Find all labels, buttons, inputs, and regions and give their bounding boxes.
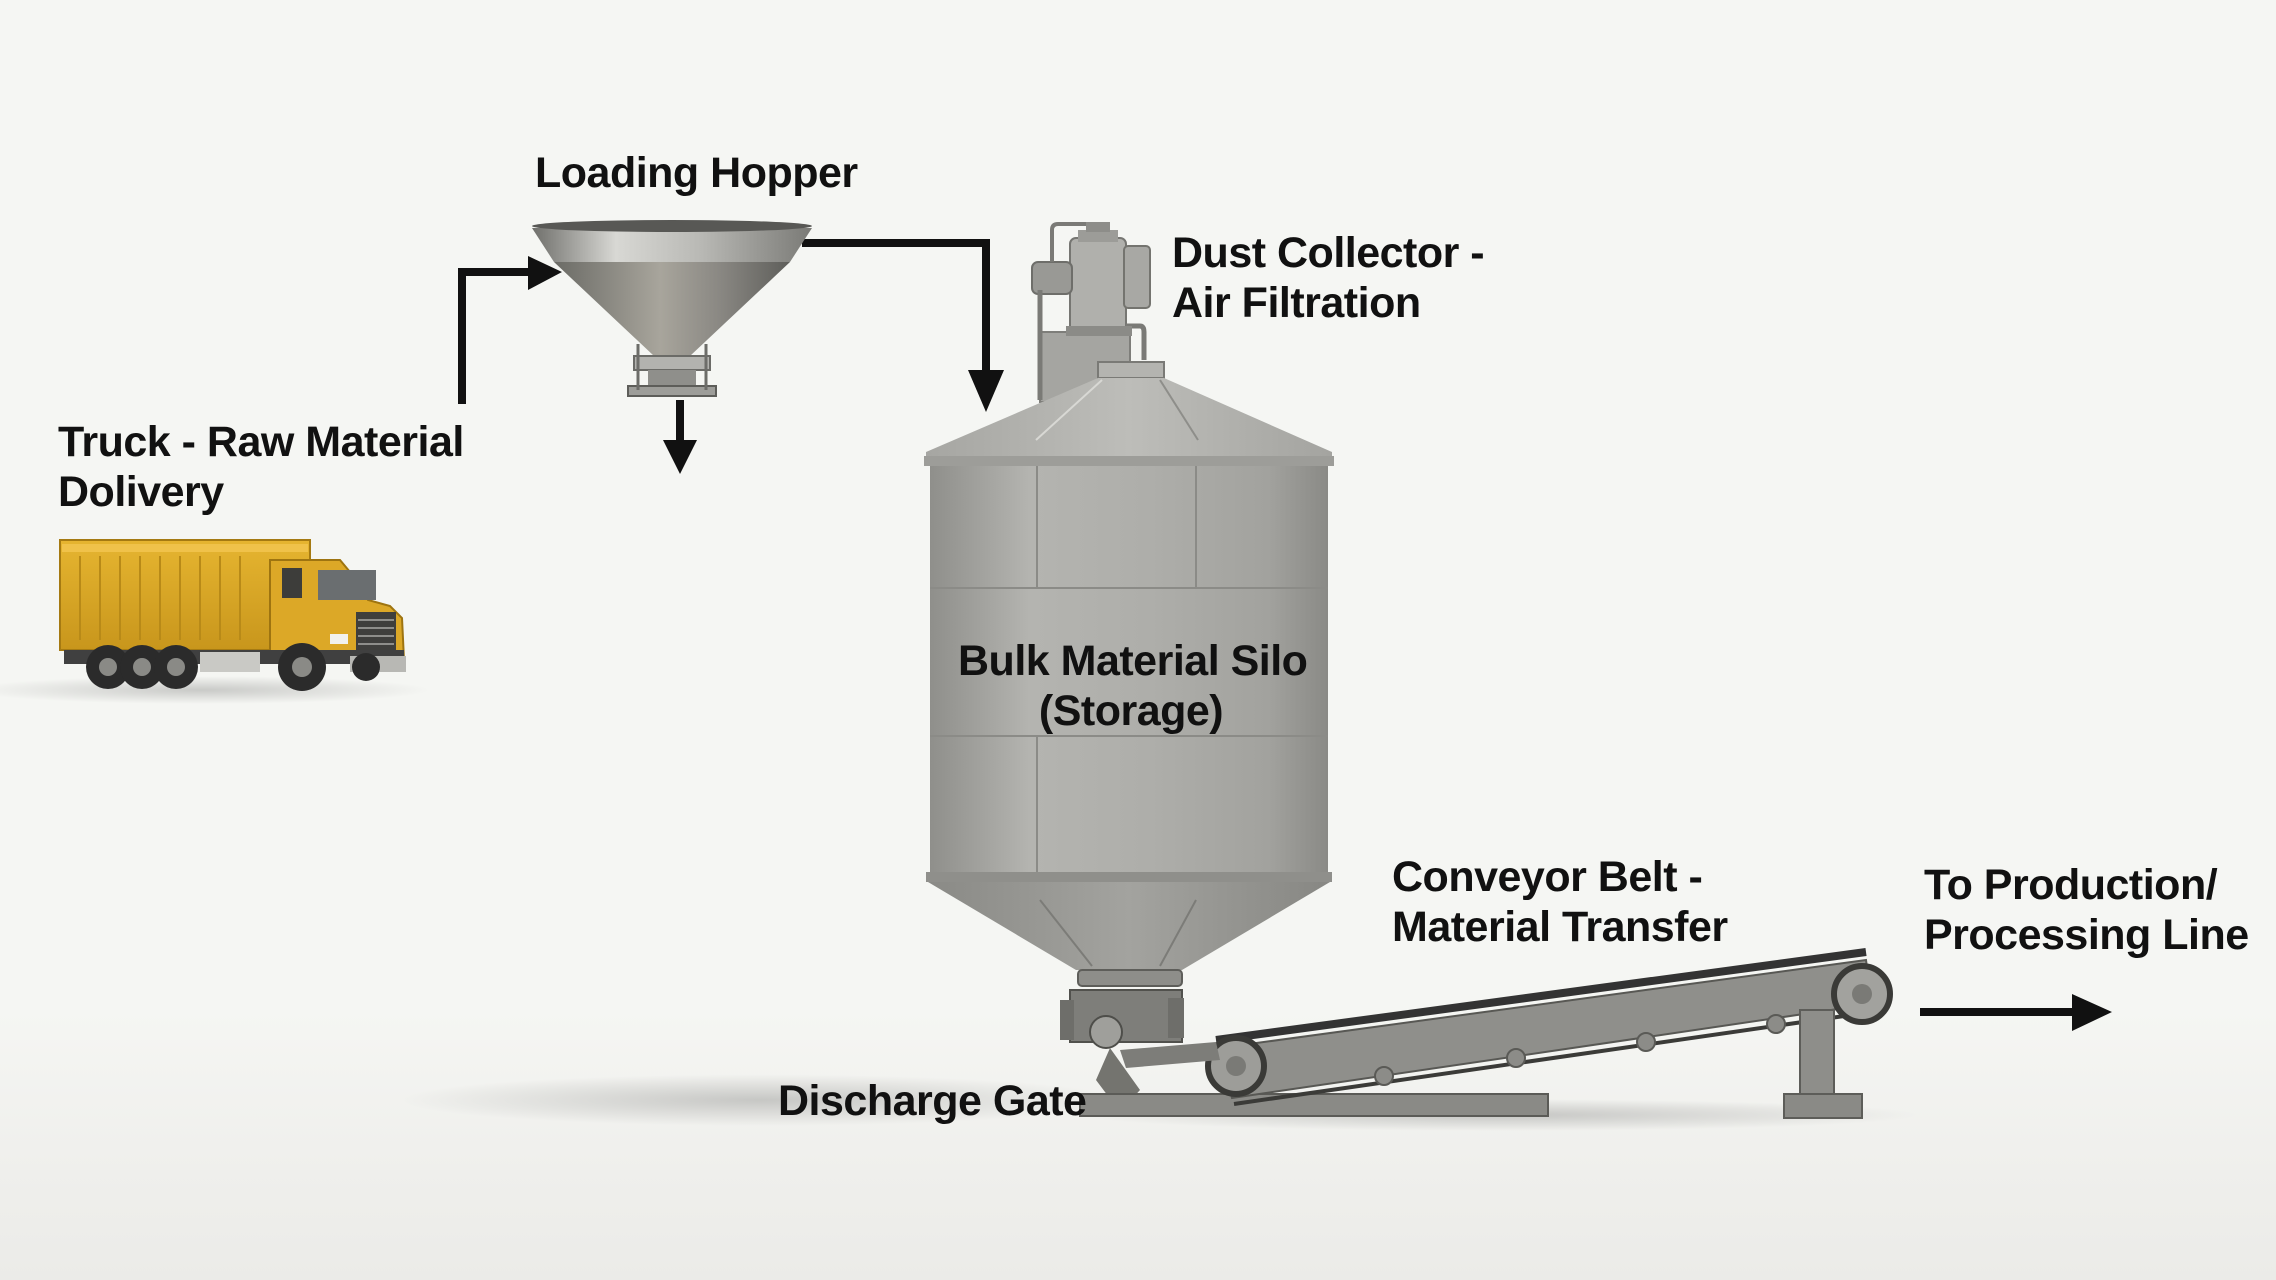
arrow-head-right: [528, 256, 562, 290]
label-conveyor: Conveyor Belt - Material Transfer: [1392, 853, 1728, 951]
silo-illustration: [924, 361, 1334, 970]
arrow-head-down: [968, 370, 1004, 412]
arrow-head-down: [663, 440, 697, 474]
label-truck: Truck - Raw Material Dolivery: [58, 418, 464, 516]
arrow-head-right: [2072, 994, 2112, 1031]
conveyor-illustration: [1079, 948, 1893, 1119]
label-discharge-gate: Discharge Gate: [778, 1077, 1087, 1125]
label-loading-hopper: Loading Hopper: [535, 149, 858, 197]
label-production-line: To Production/ Processing Line: [1924, 861, 2249, 959]
flow-arrows: [458, 239, 2075, 1016]
label-dust-collector: Dust Collector - Air Filtration: [1172, 229, 1485, 327]
label-silo: Bulk Material Silo (Storage): [958, 637, 1308, 735]
hopper-illustration: [532, 220, 812, 397]
truck-illustration: [59, 539, 406, 691]
